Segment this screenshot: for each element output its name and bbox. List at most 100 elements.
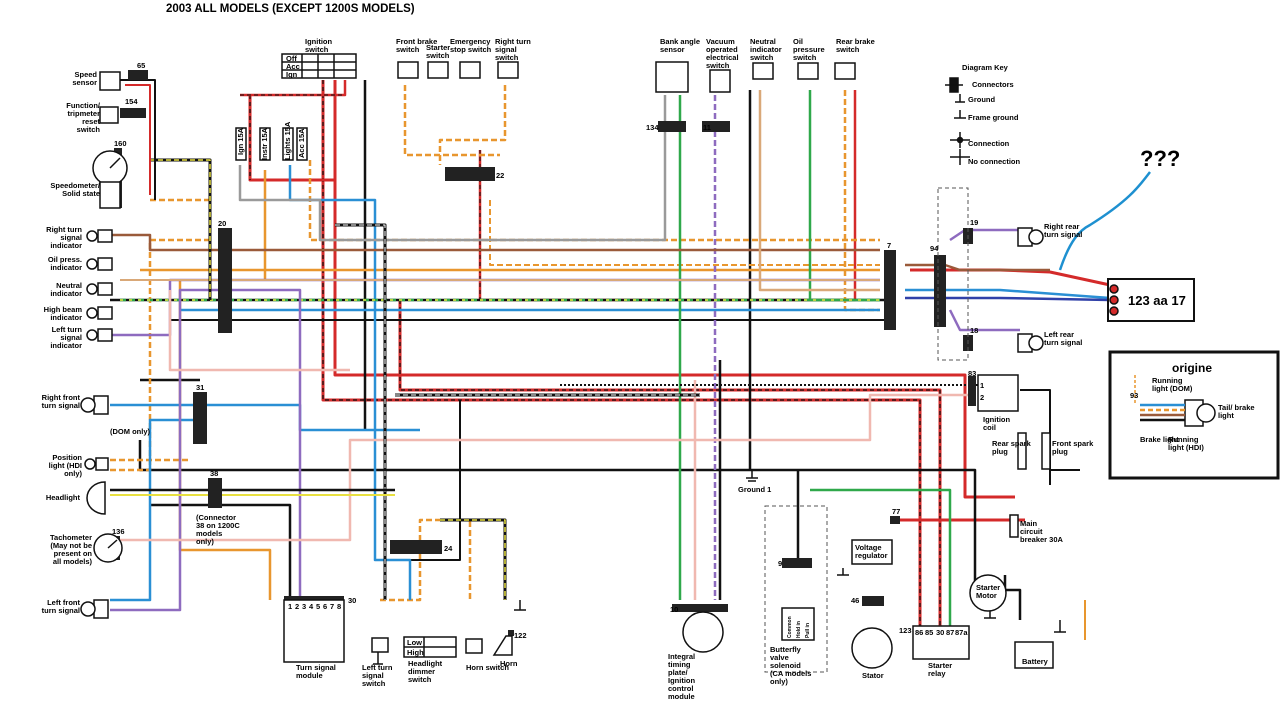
connector-label-46: 46 [851, 596, 859, 605]
wire-pink-1 [110, 393, 970, 542]
origine-wires [1134, 375, 1185, 422]
connector-label-22: 22 [496, 171, 504, 180]
connector-7 [884, 250, 896, 330]
origine-title: origine [1172, 361, 1212, 375]
rear-spark-plug [1017, 432, 1027, 470]
wire-pink-2 [168, 290, 350, 372]
turn-module-body [283, 599, 345, 663]
connector-10 [672, 604, 728, 612]
wire-violet-rear-2 [949, 228, 1020, 242]
fuse-acc-label: Acc 15A [297, 128, 306, 158]
connector-38 [208, 478, 222, 508]
butterfly-pin-hold: Hold in [796, 621, 802, 638]
horn-label: Horn [500, 659, 518, 668]
fuse-ign-label: Ign 15A [236, 127, 245, 155]
connector-label-83: 83 [968, 369, 976, 378]
connector-label-94: 94 [930, 244, 939, 253]
connector-134 [658, 121, 686, 132]
wire-red-black-2 [398, 300, 942, 630]
right-front-turn-body [93, 395, 109, 415]
connector-20 [218, 228, 232, 333]
wire-orange-dashed-5 [843, 90, 880, 312]
turn-pin-2: 2 [295, 602, 299, 611]
connector-94 [934, 255, 946, 327]
turn-pin-3: 3 [302, 602, 306, 611]
battery-label: Battery [1022, 657, 1049, 666]
speedometer-body [99, 181, 121, 209]
connector-label-134: 134 [646, 123, 659, 132]
relay-pin-30: 30 [936, 628, 944, 637]
wire-blue-2 [110, 418, 200, 602]
turn-pin-1: 1 [288, 602, 292, 611]
connector-label-18: 18 [970, 326, 978, 335]
turn-pin-4: 4 [309, 602, 314, 611]
relay-pin-85: 85 [925, 628, 933, 637]
fuse-lights-label: Lights 15A [283, 121, 292, 160]
dashed-enclosures [764, 187, 969, 673]
position-light-body [95, 457, 109, 471]
key-no-connection: No connection [968, 157, 1021, 166]
oil-press-indicator-label: Oil press.indicator [48, 255, 82, 272]
coil-pin-1: 1 [980, 381, 984, 390]
connector-label-11: 11 [703, 123, 711, 132]
turn-pin-7: 7 [330, 602, 334, 611]
timing-plate-body [682, 611, 724, 653]
top-switch-shapes [397, 61, 856, 93]
connector-label-9: 9 [778, 559, 782, 568]
left-turn-switch-body [371, 637, 389, 653]
connector-label-160: 160 [114, 139, 127, 148]
horn-switch-body [465, 638, 483, 654]
connector-label-154: 154 [125, 97, 138, 106]
wire-brown-rear [905, 263, 1050, 272]
connector-label-122: 122 [514, 631, 527, 640]
diagram-title: 2003 ALL MODELS (EXCEPT 1200S MODELS) [166, 3, 415, 15]
battery-body [1014, 641, 1054, 669]
wire-orange-dashed-4 [438, 85, 507, 165]
ignition-pos-off: Off [286, 54, 297, 63]
butterfly-pin-pull: Pull in [805, 623, 811, 638]
horn-switch-label: Horn switch [466, 663, 509, 672]
wire-grey-1 [238, 95, 667, 242]
front-spark-plug [1041, 432, 1051, 470]
coil-pin-2: 2 [980, 393, 984, 402]
key-ground: Ground [968, 95, 995, 104]
connector-77 [890, 516, 900, 524]
wire-violet-2 [110, 288, 302, 612]
key-connectors: Connectors [972, 80, 1014, 89]
dimmer-pos-high: High [407, 648, 424, 657]
ignition-pos-ign: Ign [286, 70, 298, 79]
wire-orange-dashed-3 [403, 85, 500, 157]
connector-label-93: 93 [1130, 391, 1138, 400]
components [80, 53, 1280, 669]
labels: 2003 ALL MODELS (EXCEPT 1200S MODELS) Sp… [42, 3, 1255, 701]
wire-violet-rear [948, 309, 1020, 332]
stator-body [851, 627, 893, 669]
turn-pin-5: 5 [316, 602, 320, 611]
wire-brown-1 [110, 233, 880, 252]
fuse-instr-label: Instr 15A [260, 127, 269, 160]
key-connection: Connection [968, 139, 1010, 148]
connector-label-65: 65 [137, 61, 145, 70]
dimmer-pos-low: Low [407, 638, 422, 647]
wire-tan-1 [758, 90, 880, 292]
